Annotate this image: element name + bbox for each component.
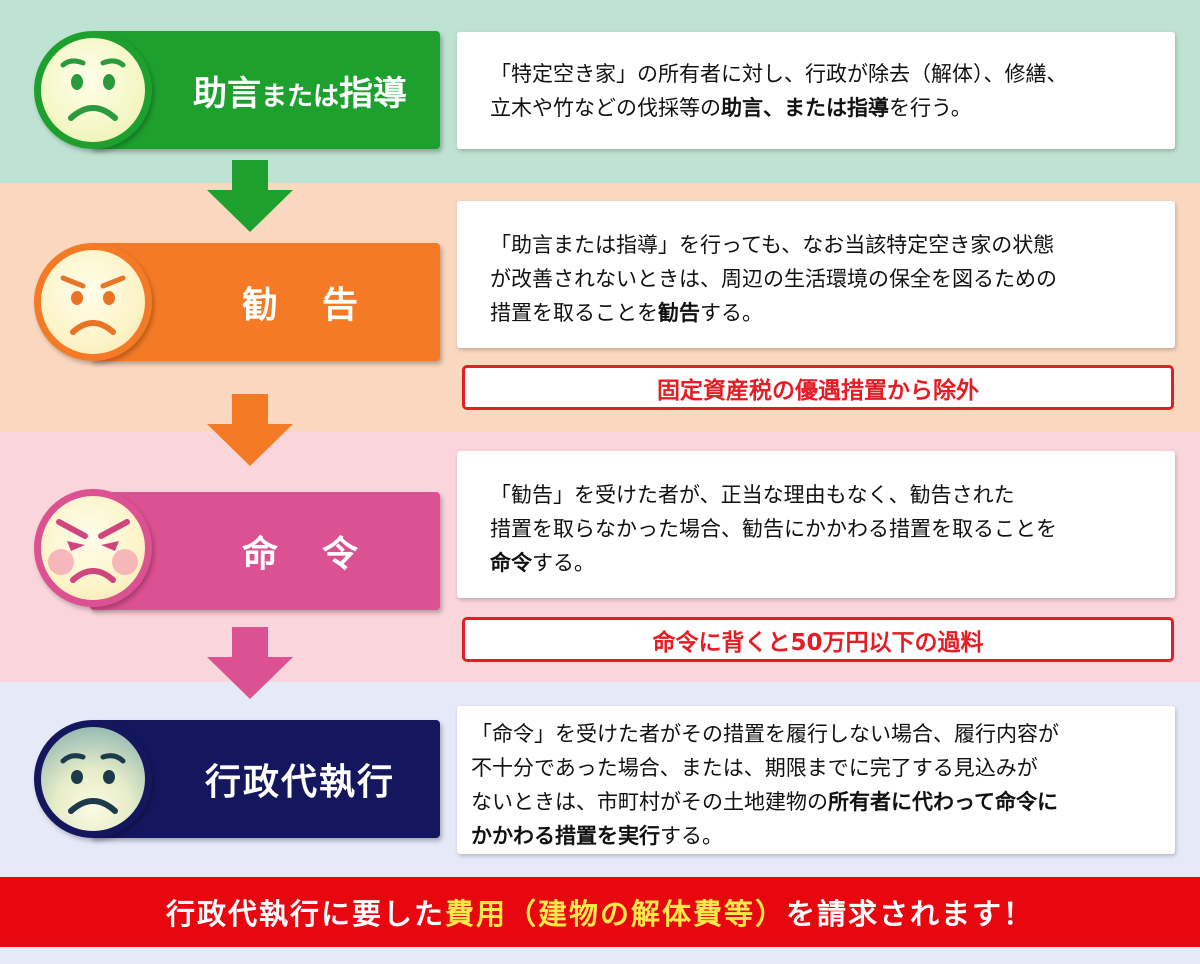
- step-description-recommendation: 「助言または指導」を行っても、なお当該特定空き家の状態が改善されないときは、周辺…: [457, 201, 1175, 348]
- down-arrow-icon: [207, 160, 293, 232]
- worried-face-icon: [34, 31, 152, 149]
- banner-text-highlight: 費用（建物の解体費等）: [444, 897, 786, 931]
- angry-face-icon: [34, 489, 152, 607]
- step-label-text: 勧告: [241, 285, 402, 326]
- annoyed-face-icon: [34, 243, 152, 361]
- step-label-text: 行政代執行: [204, 762, 395, 803]
- banner-text-before: 行政代執行に要した: [165, 897, 445, 931]
- step-label-text: 助言または指導: [192, 73, 407, 114]
- banner-text-after: を請求されます！: [786, 897, 1035, 931]
- down-arrow-icon: [207, 394, 293, 466]
- bottom-banner: 行政代執行に要した費用（建物の解体費等）を請求されます！: [0, 877, 1200, 947]
- step-label-text: 命令: [241, 534, 402, 575]
- warning-box-fine: 命令に背くと50万円以下の過料: [462, 617, 1174, 662]
- down-arrow-icon: [207, 627, 293, 699]
- warning-box-tax-exclusion: 固定資産税の優遇措置から除外: [462, 365, 1174, 410]
- step-description-advice: 「特定空き家」の所有者に対し、行政が除去（解体）、修繕、立木や竹などの伐採等の助…: [457, 32, 1175, 149]
- sad-face-icon: [34, 720, 152, 838]
- step-description-order: 「勧告」を受けた者が、正当な理由もなく、勧告された措置を取らなかった場合、勧告に…: [457, 451, 1175, 598]
- step-description-execution: 「命令」を受けた者がその措置を履行しない場合、履行内容が不十分であった場合、また…: [457, 706, 1175, 854]
